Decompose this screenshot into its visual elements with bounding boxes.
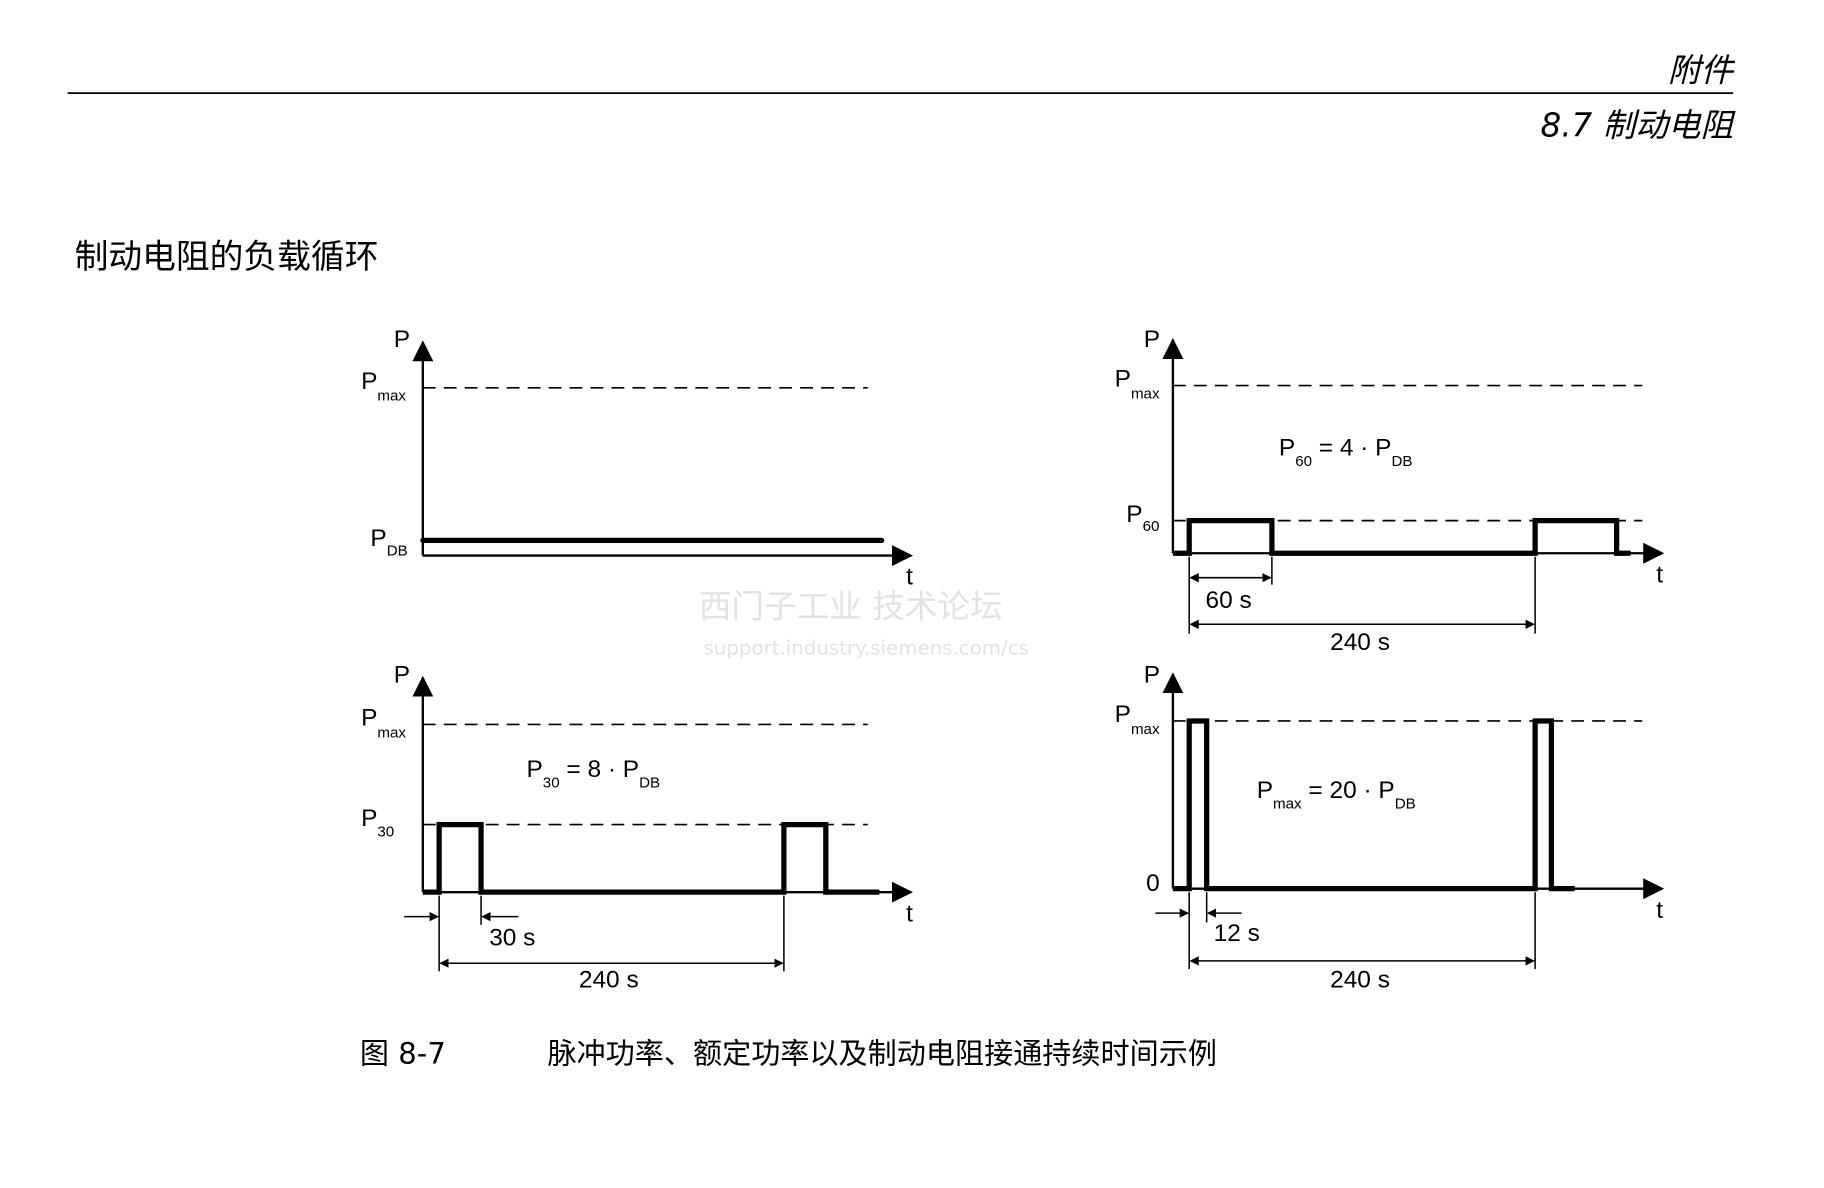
pmax-label: Pmax bbox=[361, 368, 406, 405]
pulse-duration: 30 s bbox=[489, 925, 535, 952]
diagram-continuous: P t Pmax PDB bbox=[361, 326, 913, 591]
watermark-line1: 西门子工业 技术论坛 bbox=[699, 587, 1003, 625]
formula: P30 = 8 · PDB bbox=[526, 756, 660, 791]
x-axis-label: t bbox=[906, 564, 913, 591]
y-axis-label: P bbox=[394, 326, 410, 353]
formula: Pmax = 20 · PDB bbox=[1257, 777, 1416, 812]
header-chapter: 附件 bbox=[1668, 52, 1736, 90]
period-duration: 240 s bbox=[1330, 629, 1390, 656]
p30-label: P30 bbox=[361, 805, 394, 840]
formula: P60 = 4 · PDB bbox=[1279, 434, 1413, 469]
diagram-p60: P t Pmax P60 P60 = 4 · PDB 60 s 240 s bbox=[1115, 326, 1665, 656]
header-section: 8.7 制动电阻 bbox=[1540, 106, 1736, 144]
y-axis-label: P bbox=[1144, 662, 1160, 689]
diagram-p30: P t Pmax P30 P30 = 8 · PDB 30 s 240 s bbox=[361, 662, 913, 994]
pmax-label: Pmax bbox=[1115, 701, 1160, 738]
watermark: 西门子工业 技术论坛 support.industry.siemens.com/… bbox=[699, 587, 1029, 659]
figure-number: 图 8-7 bbox=[360, 1036, 446, 1070]
pulse-duration: 60 s bbox=[1206, 587, 1252, 614]
y-axis-label: P bbox=[394, 662, 410, 689]
period-duration: 240 s bbox=[579, 967, 639, 994]
p60-label: P60 bbox=[1126, 501, 1159, 535]
pmax-label: Pmax bbox=[361, 705, 406, 742]
watermark-line2: support.industry.siemens.com/cs bbox=[704, 637, 1029, 660]
diagram-pmax: P t Pmax 0 Pmax = 20 · PDB 12 s 240 s bbox=[1115, 662, 1665, 994]
figure-caption: 脉冲功率、额定功率以及制动电阻接通持续时间示例 bbox=[547, 1036, 1217, 1070]
period-duration: 240 s bbox=[1330, 967, 1390, 994]
pmax-label: Pmax bbox=[1115, 366, 1160, 403]
section-title: 制动电阻的负载循环 bbox=[75, 237, 379, 276]
pdb-label: PDB bbox=[370, 525, 407, 559]
zero-label: 0 bbox=[1146, 870, 1160, 897]
x-axis-label: t bbox=[906, 900, 913, 927]
x-axis-label: t bbox=[1656, 561, 1663, 588]
y-axis-label: P bbox=[1144, 326, 1160, 353]
x-axis-label: t bbox=[1656, 897, 1663, 924]
pulse-duration: 12 s bbox=[1214, 920, 1260, 947]
